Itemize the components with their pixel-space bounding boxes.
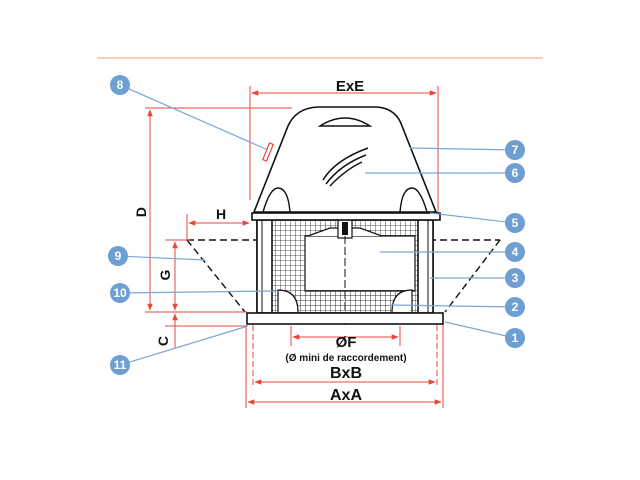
callout-circle xyxy=(110,75,130,95)
leader-line xyxy=(117,255,206,261)
callout-circle xyxy=(505,140,525,160)
dimension-lines xyxy=(145,86,444,408)
callout-circle xyxy=(505,297,525,317)
callout-circle xyxy=(505,268,525,288)
dim-d-label: D xyxy=(133,207,149,217)
callout-10: 10 xyxy=(110,283,276,303)
callout-circle xyxy=(110,355,130,375)
callout-7: 7 xyxy=(409,140,525,160)
callout-9: 9 xyxy=(108,246,206,266)
dim-h-label: H xyxy=(216,206,226,222)
leader-line xyxy=(429,212,516,224)
callout-1: 1 xyxy=(444,321,525,348)
callouts: 1 2 3 4 5 6 7 8 9 10 11 xyxy=(108,75,525,375)
leader-line xyxy=(389,304,516,308)
dim-g-label: G xyxy=(157,269,173,280)
callout-number: 4 xyxy=(512,245,519,259)
callout-circle xyxy=(108,246,128,266)
leader-line xyxy=(119,325,249,366)
callout-number: 7 xyxy=(512,143,519,157)
callout-6: 6 xyxy=(365,163,525,183)
dim-exe-label: ExE xyxy=(336,78,364,95)
callout-circle xyxy=(505,328,525,348)
callout-number: 8 xyxy=(117,78,124,92)
callout-number: 1 xyxy=(512,331,519,345)
callout-3: 3 xyxy=(430,268,525,288)
fan-body xyxy=(256,219,434,325)
callout-8: 8 xyxy=(110,75,269,151)
dim-c-label: C xyxy=(155,336,171,346)
dim-of-note: (Ø mini de raccordement) xyxy=(285,353,406,364)
base-plate xyxy=(246,312,444,325)
callout-number: 9 xyxy=(115,249,122,263)
dim-of-label: ØF xyxy=(336,334,357,351)
dim-axa-label: AxA xyxy=(330,387,362,404)
leader-line xyxy=(119,290,276,294)
callout-number: 11 xyxy=(114,358,127,372)
callout-number: 2 xyxy=(512,300,519,314)
callout-number: 6 xyxy=(512,166,519,180)
callout-11: 11 xyxy=(110,325,249,375)
callout-4: 4 xyxy=(380,242,525,262)
callout-2: 2 xyxy=(389,297,525,317)
callout-number: 3 xyxy=(512,271,519,285)
callout-circle xyxy=(505,242,525,262)
callout-number: 5 xyxy=(512,216,519,230)
leader-line xyxy=(119,84,269,151)
callout-number: 10 xyxy=(113,286,127,300)
callout-circle xyxy=(505,213,525,233)
leader-line xyxy=(409,147,516,151)
leader-line xyxy=(444,321,516,339)
dim-bxb-label: BxB xyxy=(330,365,362,382)
callout-circle xyxy=(505,163,525,183)
callout-5: 5 xyxy=(429,212,525,233)
hood xyxy=(251,106,441,221)
callout-circle xyxy=(110,283,130,303)
